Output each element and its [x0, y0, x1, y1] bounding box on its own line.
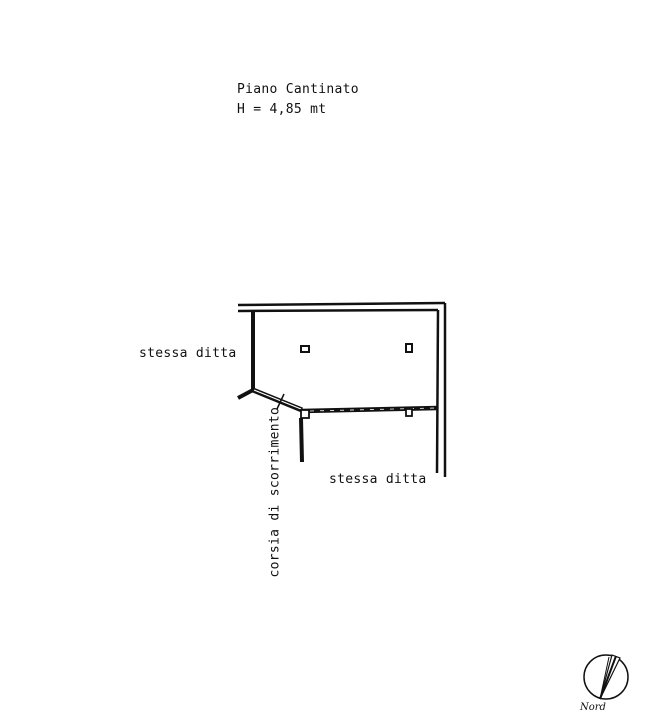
north-arrow-icon [583, 654, 629, 700]
plan-title-block: Piano Cantinato H = 4,85 mt [237, 80, 359, 120]
north-wall [237, 301, 446, 313]
label-corridor: corsia di scorrimento [267, 406, 283, 578]
plan-height: H = 4,85 mt [237, 102, 327, 117]
south-wall [301, 405, 439, 414]
pillar [300, 345, 310, 353]
pillar [405, 343, 413, 353]
pillar [405, 408, 413, 417]
angled-wall [252, 387, 303, 413]
door-mark [276, 393, 285, 410]
east-wall [435, 303, 447, 477]
label-west-neighbor: stessa ditta [139, 346, 237, 361]
pillar [300, 409, 310, 419]
label-south-neighbor: stessa ditta [329, 472, 427, 487]
west-wall-stub [237, 388, 254, 400]
plan-title: Piano Cantinato [237, 82, 359, 97]
corridor-wall [299, 417, 304, 463]
north-arrow-label: Nord [580, 702, 606, 713]
